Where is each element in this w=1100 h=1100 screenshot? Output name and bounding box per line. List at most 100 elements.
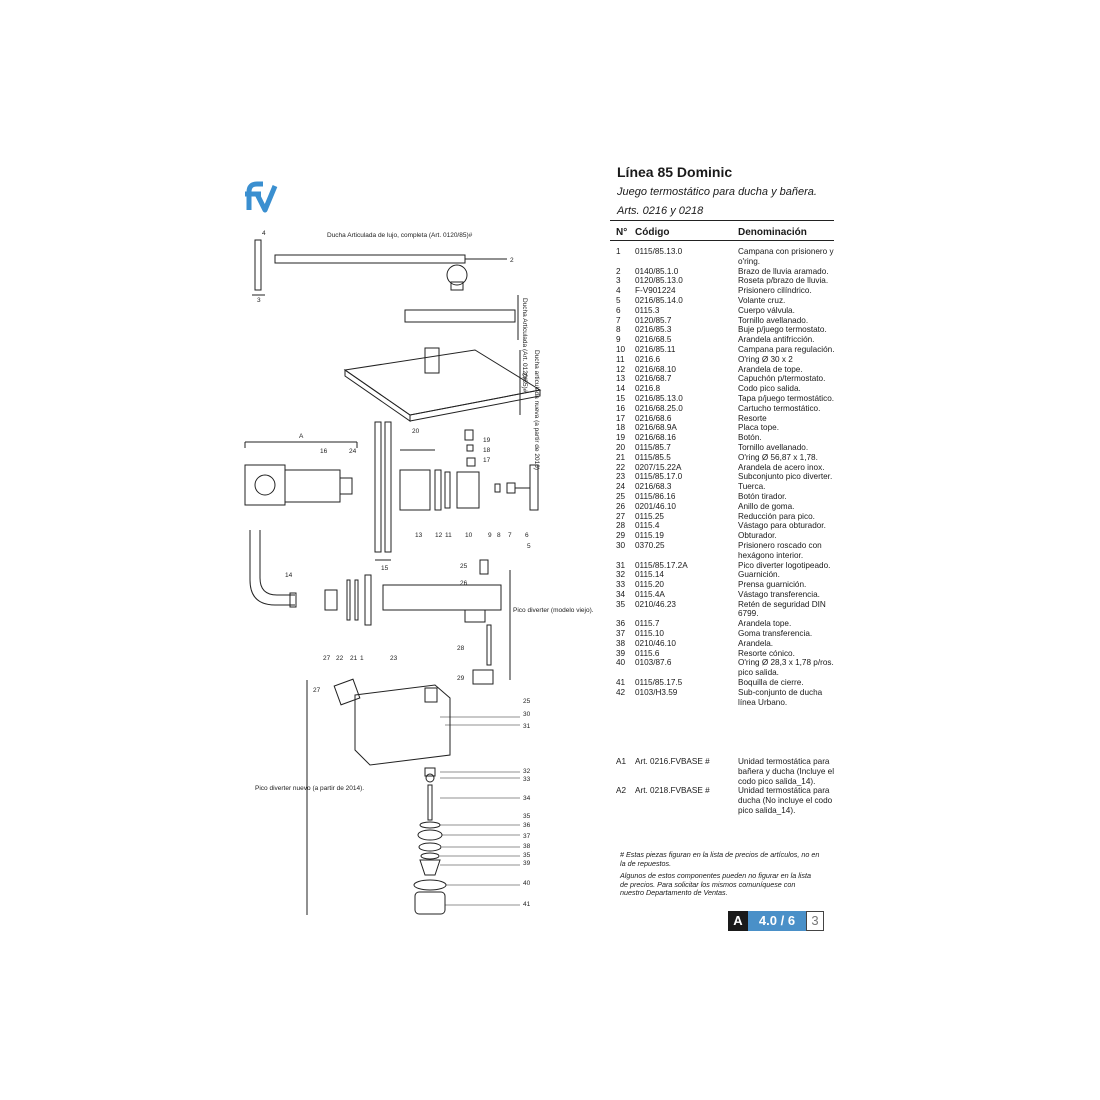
callout-40: 40 xyxy=(523,880,531,887)
callout-27: 27 xyxy=(323,655,331,662)
part-number: 12 xyxy=(616,364,626,374)
part-code: 0115.7 xyxy=(635,619,660,629)
part-cap xyxy=(399,469,431,511)
part-name: Campana con prisionero y o'ring. xyxy=(738,247,834,266)
part-number: 26 xyxy=(616,501,626,511)
column-header-name: Denominación xyxy=(738,227,807,238)
part-conic-spring xyxy=(419,859,441,876)
part-name: O'ring Ø 56,87 x 1,78. xyxy=(738,452,818,462)
part-name: Codo pico salida. xyxy=(738,384,801,394)
part-code: 0216/85.11 xyxy=(635,344,676,354)
part-name: Vástago para obturador. xyxy=(738,521,826,531)
part-code: 0216/85.3 xyxy=(635,325,672,335)
part-number: 9 xyxy=(616,335,621,345)
part-cover-panel xyxy=(374,421,382,553)
part-code: 0115.10 xyxy=(635,629,664,639)
callout-1: 1 xyxy=(360,655,364,662)
part-code: 0216/68.16 xyxy=(635,433,676,443)
part-number: 22 xyxy=(616,462,626,472)
part-number: 36 xyxy=(616,619,626,629)
part-name: Tapa p/juego termostático. xyxy=(738,393,835,403)
assembly-name: Unidad termostática para bañera y ducha … xyxy=(738,757,835,786)
part-code: 0216/68.5 xyxy=(635,335,672,345)
column-header-number: N° xyxy=(616,227,628,238)
page-title: Línea 85 Dominic xyxy=(617,164,733,180)
part-number: 14 xyxy=(616,384,626,394)
footnote-price-list: # Estas piezas figuran en la lista de pr… xyxy=(620,850,820,868)
callout-27-new: 27 xyxy=(313,687,321,694)
footnotes: # Estas piezas figuran en la lista de pr… xyxy=(620,850,820,902)
callout-5: 5 xyxy=(527,543,531,550)
part-number: 40 xyxy=(616,658,626,668)
part-name: Cartucho termostático. xyxy=(738,403,821,413)
part-code: 0115/86.16 xyxy=(635,491,676,501)
part-name: Prensa guarnición. xyxy=(738,580,807,590)
part-name: O'ring Ø 28,3 x 1,78 p/ros. pico salida. xyxy=(738,658,834,678)
part-name: Arandela de acero inox. xyxy=(738,462,825,472)
part-closing-nozzle xyxy=(414,891,446,915)
part-number: 41 xyxy=(616,678,626,688)
callout-25: 25 xyxy=(460,563,468,570)
part-number: 19 xyxy=(616,433,626,443)
part-code: 0115/85.17.0 xyxy=(635,472,683,482)
callout-11: 11 xyxy=(445,532,452,539)
part-number: 1 xyxy=(616,247,621,256)
part-name: Prisionero roscado con hexágono interior… xyxy=(738,540,822,560)
part-number: 5 xyxy=(616,295,621,305)
part-name: Sub-conjunto de ducha línea Urbano. xyxy=(738,687,823,707)
part-number: 8 xyxy=(616,325,621,335)
callout-6: 6 xyxy=(525,532,529,539)
part-name: Reducción para pico. xyxy=(738,511,815,521)
part-name: Arandela antifricción. xyxy=(738,335,815,345)
callout-8: 8 xyxy=(497,532,501,539)
part-code: 0115.14 xyxy=(635,570,664,580)
part-name: Volante cruz. xyxy=(738,295,786,305)
part-code: 0216.8 xyxy=(635,384,661,394)
part-code: 0216/85.14.0 xyxy=(635,295,683,305)
part-code: 0115.3 xyxy=(635,305,660,315)
article-numbers: Arts. 0216 y 0218 xyxy=(617,205,704,217)
part-number: 18 xyxy=(616,423,626,433)
part-name: Tornillo avellanado. xyxy=(738,315,809,325)
callout-34: 34 xyxy=(523,795,531,802)
assembly-name: Unidad termostática para ducha (No inclu… xyxy=(738,786,833,815)
part-code: 0120/85.7 xyxy=(635,315,672,325)
part-rosette-rod xyxy=(254,239,262,291)
callout-21: 21 xyxy=(350,655,358,662)
part-number: 24 xyxy=(616,482,626,492)
part-number: 37 xyxy=(616,629,626,639)
badge-letter: A xyxy=(728,911,748,931)
callout-24: 24 xyxy=(349,448,357,455)
callout-42: 42 xyxy=(522,372,529,380)
part-number: 13 xyxy=(616,374,626,384)
part-name: Arandela tope. xyxy=(738,619,792,629)
part-number: 28 xyxy=(616,521,626,531)
callout-38: 38 xyxy=(523,843,531,850)
part-code: 0115.4A xyxy=(635,589,665,599)
part-number: 35 xyxy=(616,599,626,609)
part-name: Botón tirador. xyxy=(738,491,787,501)
